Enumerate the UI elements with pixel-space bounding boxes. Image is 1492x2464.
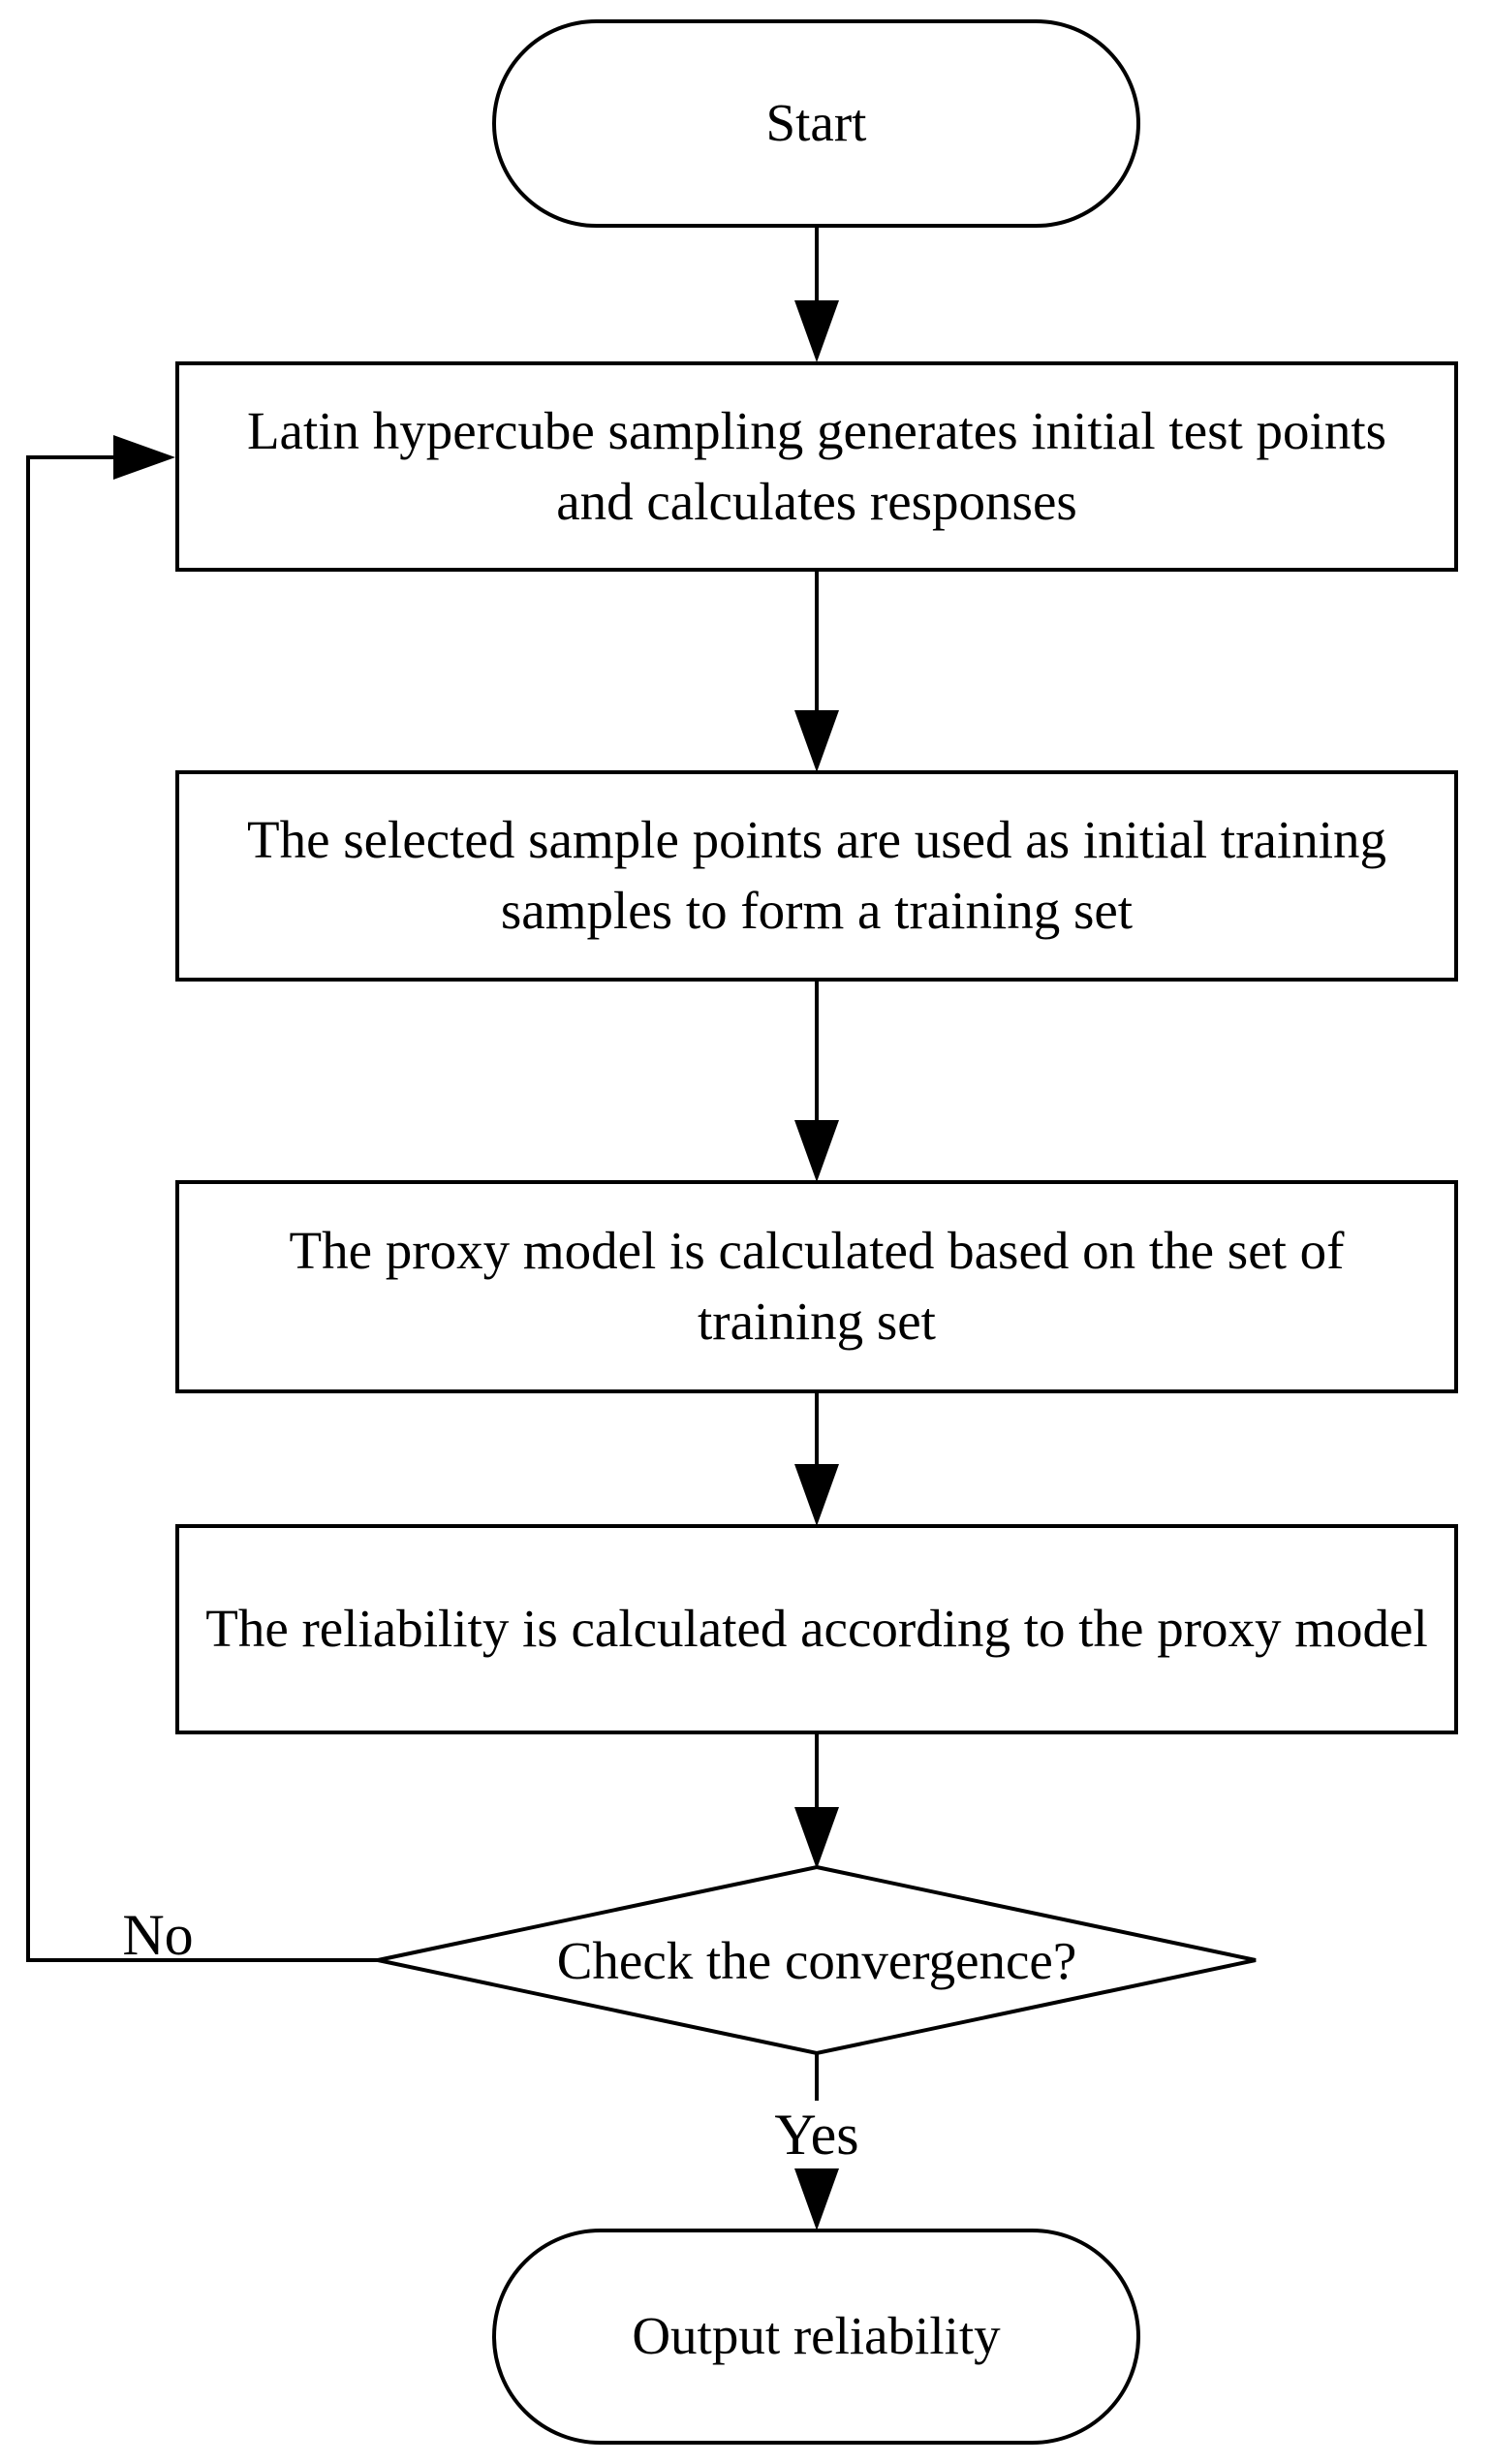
node-step4-label: The reliability is calculated according … — [205, 1599, 1428, 1659]
node-step3: The proxy model is calculated based on t… — [175, 1180, 1458, 1393]
edge-step4-to-decision — [794, 1734, 839, 1869]
edge-label-yes: Yes — [730, 2101, 904, 2168]
edge-start-to-step1 — [794, 228, 839, 362]
arrowhead-down-icon — [794, 1464, 839, 1526]
edge-line — [26, 455, 380, 1962]
edge-step1-to-step2 — [794, 572, 839, 772]
arrowhead-down-icon — [794, 300, 839, 362]
edge-step3-to-step4 — [794, 1393, 839, 1526]
arrowhead-down-icon — [794, 710, 839, 772]
arrowhead-right-icon — [113, 435, 175, 480]
node-step4: The reliability is calculated according … — [175, 1524, 1458, 1734]
edge-decision-no-loop-to-step1 — [26, 435, 380, 1962]
edge-step2-to-step3 — [794, 982, 839, 1182]
arrowhead-down-icon — [794, 1120, 839, 1182]
node-step2: The selected sample points are used as i… — [175, 770, 1458, 982]
edge-label-no: No — [122, 1902, 194, 1967]
node-step1-label: Latin hypercube sampling generates initi… — [246, 400, 1387, 531]
node-decision-label: Check the convergence? — [556, 1930, 1077, 1990]
node-step3-label: The proxy model is calculated based on t… — [289, 1221, 1345, 1351]
arrowhead-down-icon — [794, 1807, 839, 1869]
node-end-label: Output reliability — [632, 2306, 1001, 2366]
node-start-label: Start — [765, 93, 867, 153]
decision-diamond-shape — [377, 1864, 1257, 2056]
node-step2-label: The selected sample points are used as i… — [246, 810, 1386, 940]
node-step1: Latin hypercube sampling generates initi… — [175, 361, 1458, 572]
arrowhead-down-icon — [794, 2168, 839, 2230]
node-start: Start — [492, 19, 1140, 228]
node-end: Output reliability — [492, 2229, 1140, 2445]
